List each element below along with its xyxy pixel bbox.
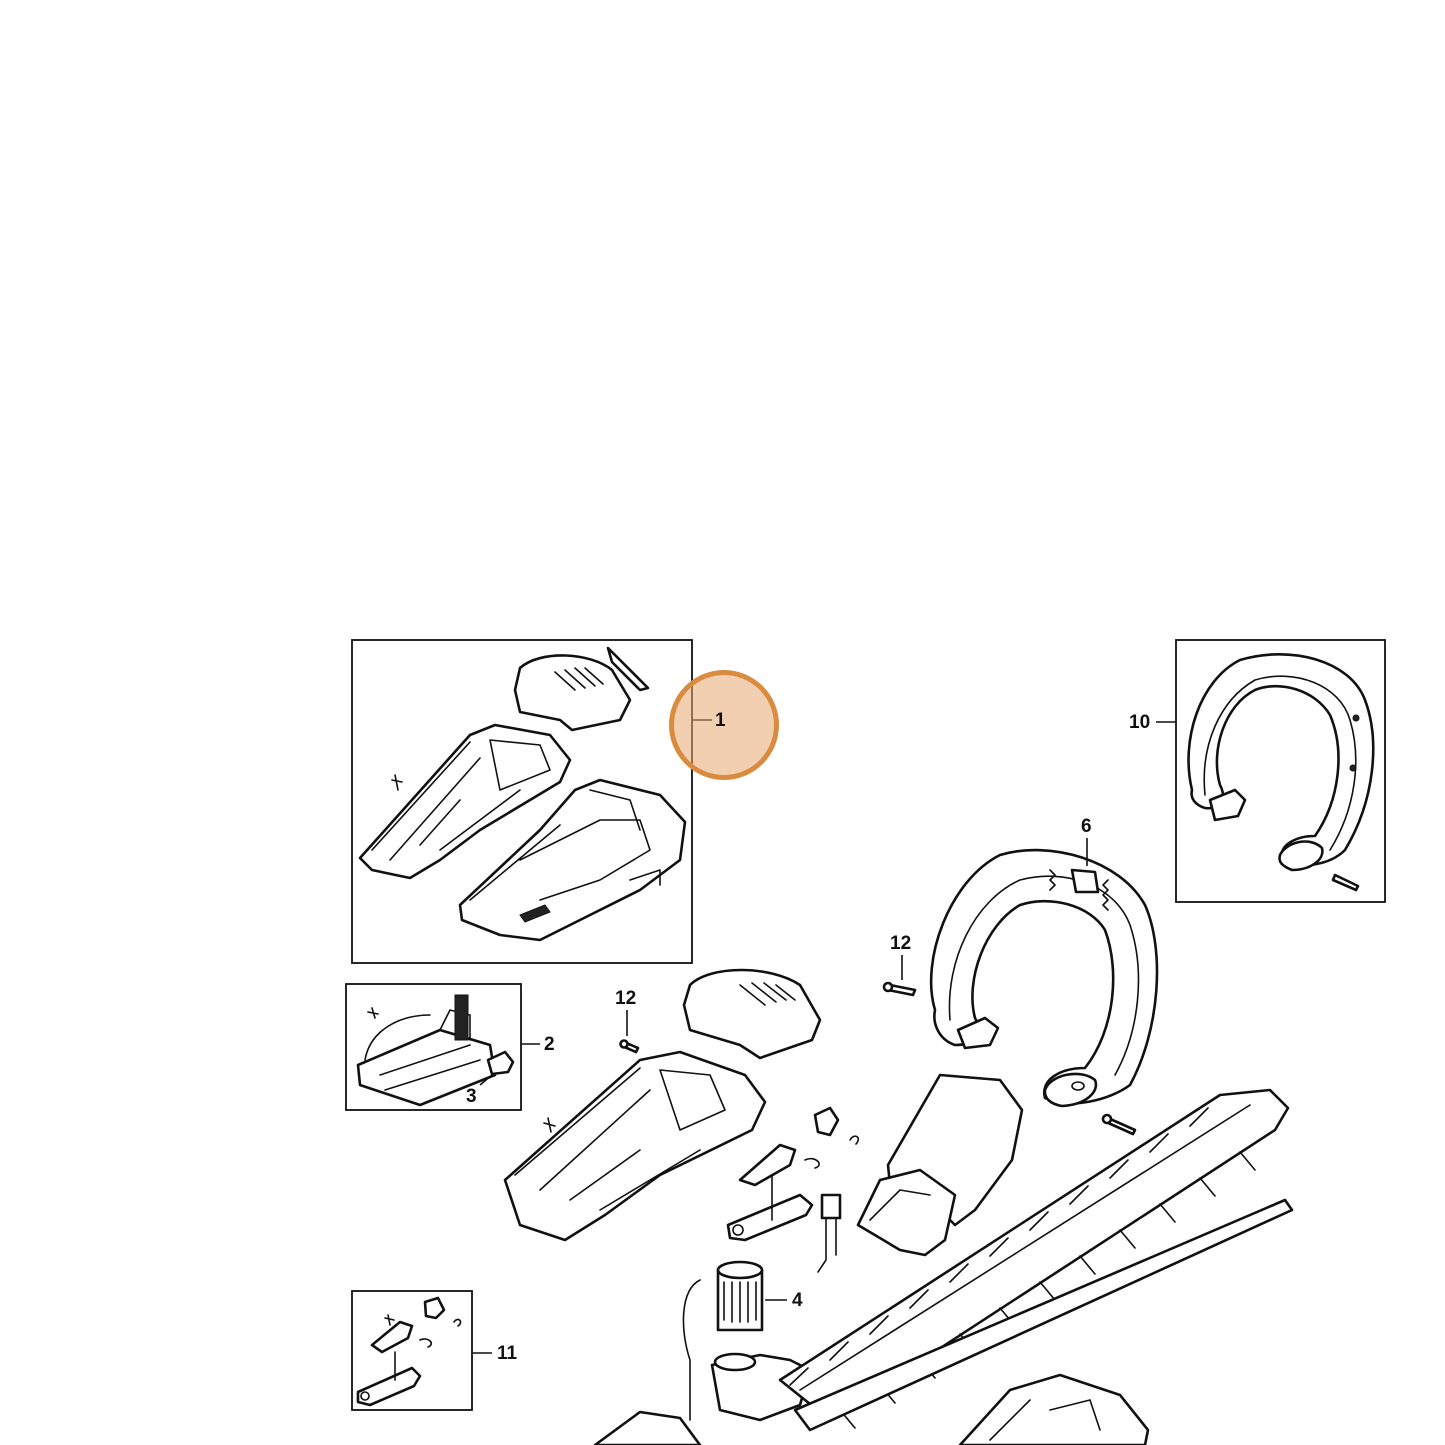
motor-housing-cap: [682, 968, 822, 1060]
blade-guard: [856, 1073, 1024, 1257]
front-handle: [929, 848, 1159, 1108]
housing-set-frame: [351, 639, 693, 964]
housing-half-left: [358, 723, 572, 880]
callout-3: 3: [466, 1086, 477, 1107]
lower-housing: [593, 1373, 1150, 1445]
callout-2: 2: [544, 1034, 555, 1055]
callout-12-handle: 12: [890, 933, 912, 954]
loop-handle-10: [1187, 653, 1375, 892]
callout-4: 4: [792, 1290, 803, 1311]
callout-1: 1: [715, 710, 726, 731]
switch-part-3: [486, 1050, 515, 1076]
leader-3: [479, 1074, 493, 1086]
callout-10: 10: [1129, 712, 1151, 733]
housing-half-right: [458, 778, 687, 942]
trigger-assembly: [726, 1106, 860, 1273]
screw-12-handle: [882, 981, 917, 997]
screw-handle-lower: [1101, 1113, 1137, 1136]
motor-housing-half: [503, 1050, 767, 1242]
cutting-blade: [778, 1088, 1294, 1432]
callout-12-housing: 12: [615, 988, 637, 1009]
housing-cover-cap: [513, 646, 650, 732]
callout-highlight-circle: [669, 670, 779, 780]
electric-motor: [682, 1260, 764, 1421]
switch-kit-parts: [356, 1296, 462, 1407]
callout-6: 6: [1081, 816, 1092, 837]
switch-kit-frame: [351, 1290, 473, 1411]
electronics-frame: [345, 983, 522, 1111]
handle-frame: [1175, 639, 1386, 903]
circuit-board: [356, 994, 497, 1107]
callout-11: 11: [497, 1343, 518, 1364]
screw-12-housing: [619, 1039, 640, 1054]
